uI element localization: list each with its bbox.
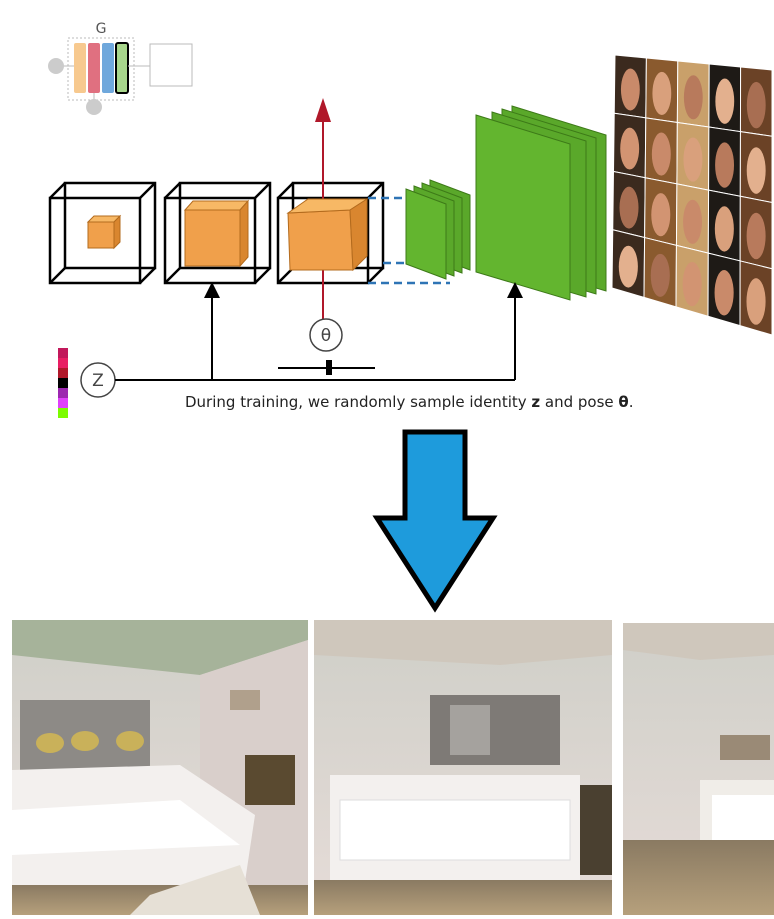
latent-label: Z bbox=[92, 371, 104, 391]
feature-cube-medium bbox=[185, 201, 248, 266]
latent-bar-cell bbox=[58, 348, 68, 358]
diagram-canvas: G bbox=[0, 0, 774, 430]
pose-label: θ bbox=[321, 326, 331, 346]
caption-text-1: During training, we randomly sample iden… bbox=[185, 393, 531, 411]
down-arrow-panel bbox=[0, 420, 774, 620]
bedroom-view-2 bbox=[314, 620, 612, 915]
bedroom-view-3 bbox=[623, 623, 774, 915]
face-shape bbox=[683, 200, 702, 244]
latent-bar-cell bbox=[58, 408, 68, 418]
face-shape bbox=[683, 262, 702, 306]
face-shape bbox=[621, 69, 640, 111]
face-shape bbox=[651, 254, 670, 297]
face-shape bbox=[715, 206, 734, 251]
caption-theta: θ bbox=[618, 393, 628, 411]
generated-faces-grid bbox=[612, 55, 772, 335]
latent-bar-cell bbox=[58, 388, 68, 398]
face-shape bbox=[619, 246, 638, 288]
caption-text-2: and pose bbox=[540, 393, 618, 411]
mini-layer-1 bbox=[74, 43, 86, 93]
bedroom-renders bbox=[0, 615, 774, 915]
latent-bar-cell bbox=[58, 358, 68, 368]
holo-gan-diagram: G bbox=[0, 0, 774, 430]
latent-bar-cell bbox=[58, 378, 68, 388]
face-shape bbox=[746, 278, 765, 325]
mini-layer-4 bbox=[116, 43, 128, 93]
face-shape bbox=[684, 75, 703, 119]
face-shape bbox=[747, 147, 766, 194]
mini-layer-3 bbox=[102, 43, 114, 93]
pose-slider-handle[interactable] bbox=[326, 360, 332, 375]
mini-pose-node bbox=[86, 99, 102, 115]
mini-output-box bbox=[150, 44, 192, 86]
caption-text-3: . bbox=[629, 393, 634, 411]
feature-map-stack-large bbox=[476, 106, 606, 300]
latent-bar-cell bbox=[58, 398, 68, 408]
face-shape bbox=[747, 213, 766, 260]
renders-canvas bbox=[0, 615, 774, 915]
caption-z: z bbox=[531, 393, 540, 411]
face-shape bbox=[715, 270, 734, 315]
face-shape bbox=[652, 133, 671, 176]
latent-bar-cell bbox=[58, 368, 68, 378]
feature-cube-rotated bbox=[288, 199, 367, 270]
mini-input-node bbox=[48, 58, 64, 74]
down-arrow bbox=[0, 420, 774, 620]
face-shape bbox=[620, 187, 639, 229]
generator-label: G bbox=[96, 21, 107, 37]
face-shape bbox=[747, 82, 766, 129]
face-shape bbox=[715, 79, 734, 124]
face-shape bbox=[620, 128, 639, 170]
face-shape bbox=[715, 142, 734, 187]
latent-color-bar bbox=[58, 348, 68, 418]
bedroom-view-1 bbox=[12, 620, 308, 915]
caption: During training, we randomly sample iden… bbox=[185, 393, 745, 411]
feature-cube-small bbox=[88, 216, 120, 248]
mini-layer-2 bbox=[88, 43, 100, 93]
feature-map-stack-small bbox=[406, 180, 470, 279]
face-shape bbox=[651, 193, 670, 236]
face-shape bbox=[683, 137, 702, 181]
generator-mini-icon: G bbox=[48, 21, 192, 115]
face-shape bbox=[652, 72, 671, 115]
pose-arrowhead bbox=[315, 98, 331, 122]
